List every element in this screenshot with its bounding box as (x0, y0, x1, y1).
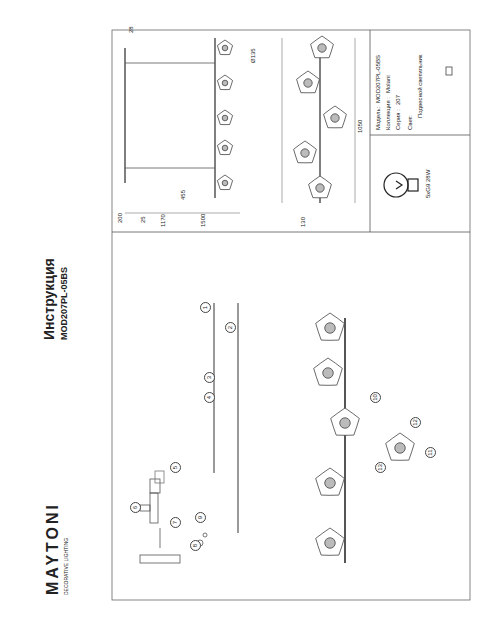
lotus-shade (297, 71, 320, 93)
dimension: 1170 (160, 214, 167, 227)
callout-number: 12 (410, 417, 421, 428)
logo: MAYTONI (44, 502, 62, 595)
dimension: 28 (128, 26, 135, 33)
table-key: Модель: (375, 107, 382, 130)
dimension: 130 (300, 217, 307, 227)
callout-number: 10 (370, 392, 381, 403)
callout-number: 7 (170, 517, 181, 528)
dimension: 25 (140, 216, 147, 223)
title: Инструкция (42, 258, 57, 340)
bulb-spec: 5xG9 28W (425, 170, 432, 198)
lotus-shade (324, 106, 347, 128)
lotus-shade (311, 36, 334, 58)
table-value: 207 (395, 95, 402, 105)
dimension: 455 (180, 190, 187, 200)
lotus-shade (217, 110, 232, 125)
table-key: Серия : (395, 109, 402, 130)
callout-number: 9 (195, 512, 206, 523)
lotus-shade (316, 313, 345, 340)
lotus-shade (314, 358, 343, 385)
callout-number: 5 (170, 462, 181, 473)
model: MOD207PL-05BS (60, 267, 70, 340)
lotus-shade (294, 141, 317, 163)
callout-number: 2 (225, 322, 236, 333)
table-value: Подвесной светильник (417, 55, 424, 118)
callout-number: 3 (204, 372, 215, 383)
dimension: 200 (117, 213, 124, 223)
lotus-shade (217, 75, 232, 90)
dimension: 1050 (357, 120, 364, 133)
table-value: Molani (385, 75, 392, 93)
callout-number: 11 (425, 447, 436, 458)
lotus-shade (316, 468, 345, 495)
lotus-shade (217, 140, 232, 155)
callout-number: 1 (200, 302, 211, 313)
dimension: Ø135 (250, 48, 257, 63)
callout-number: 13 (375, 462, 386, 473)
lotus-shade (316, 528, 345, 555)
lotus-shade (331, 408, 360, 435)
lotus-shade (217, 175, 232, 190)
callout-number: 4 (204, 392, 215, 403)
callout-number: 8 (190, 540, 201, 551)
lotus-shade (386, 433, 415, 460)
table-value: MOD207PL-05BS (375, 55, 382, 103)
table-key: Коллекция : (385, 97, 392, 130)
dimension: 1500 (200, 214, 207, 227)
callout-number: 6 (130, 502, 141, 513)
table-key: Свет: (407, 115, 414, 130)
logo-sub: DECORATIVE LIGHTING (64, 538, 70, 595)
lotus-shade (309, 176, 332, 198)
lotus-shade (217, 40, 232, 55)
